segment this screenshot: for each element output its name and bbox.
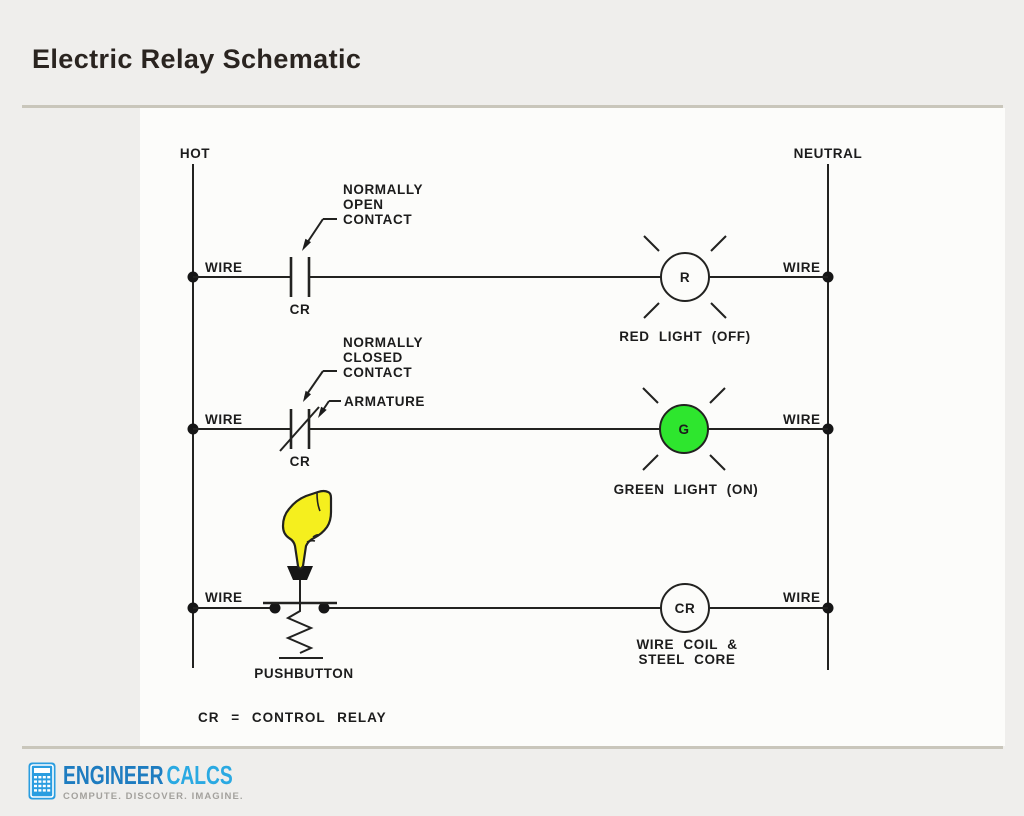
coil-circle — [660, 583, 710, 633]
brand-name-secondary: CALCS — [166, 760, 233, 790]
hand-shape — [281, 489, 333, 570]
normally-closed-contact: CR — [279, 406, 320, 469]
spring — [285, 603, 314, 654]
rung-1: WIRE WIRE CR NORMALLY OPEN CONTACT — [187, 182, 834, 344]
normally-open-contact: CR — [290, 257, 311, 317]
leader-arrowhead — [303, 390, 311, 402]
armature-label: ARMATURE — [344, 394, 425, 409]
pushbutton-switch: PUSHBUTTON — [254, 566, 354, 681]
leader-arrowhead — [318, 406, 327, 418]
callout-line: NORMALLY — [343, 182, 423, 197]
green-pilot-light: G GREEN LIGHT (ON) — [614, 387, 759, 497]
red-pilot-light: R RED LIGHT (OFF) — [619, 235, 750, 344]
callout-line: CLOSED — [343, 350, 403, 365]
brand-tagline: COMPUTE. DISCOVER. IMAGINE. — [63, 791, 244, 802]
lamp-ray — [709, 387, 726, 404]
switch-contact-dot — [318, 602, 330, 614]
lamp-letter: R — [680, 270, 690, 285]
coil-caption-line1: WIRE COIL & — [636, 637, 737, 652]
lamp-ray — [709, 454, 726, 471]
legend-note: CR = CONTROL RELAY — [198, 710, 387, 725]
button-cap — [287, 566, 313, 580]
relay-coil: CR WIRE COIL & STEEL CORE — [636, 583, 737, 667]
lamp-letter: G — [678, 422, 689, 437]
lamp-ray — [710, 302, 727, 319]
coil-letter: CR — [675, 601, 696, 616]
neutral-rail-label: NEUTRAL — [794, 146, 863, 161]
callout-line: NORMALLY — [343, 335, 423, 350]
lamp-ray — [643, 302, 660, 319]
lamp-ray — [642, 454, 659, 471]
callout-line: OPEN — [343, 197, 384, 212]
callout-line: CONTACT — [343, 365, 412, 380]
contact-ref-label: CR — [290, 302, 311, 317]
brand-name-primary: ENGINEER — [63, 760, 164, 790]
hot-rail: HOT — [180, 146, 210, 668]
lamp-circle-green — [659, 404, 709, 454]
wire-label: WIRE — [205, 412, 243, 427]
pushbutton-label: PUSHBUTTON — [254, 666, 354, 681]
wire-label: WIRE — [783, 260, 821, 275]
wire-label: WIRE — [205, 260, 243, 275]
lamp-ray — [710, 235, 727, 252]
wire-label: WIRE — [205, 590, 243, 605]
nc-contact-callout: NORMALLY CLOSED CONTACT — [303, 335, 423, 402]
no-contact-callout: NORMALLY OPEN CONTACT — [302, 182, 423, 251]
lamp-ray — [643, 235, 660, 252]
neutral-rail: NEUTRAL — [794, 146, 863, 670]
bottom-divider — [22, 746, 1003, 749]
schematic-panel — [140, 108, 1005, 746]
leader-arrowhead — [302, 238, 311, 251]
page-title: Electric Relay Schematic — [32, 44, 362, 74]
rung-2: WIRE WIRE CR NORMALLY CLOSED CONTACT ARM… — [187, 335, 834, 497]
contact-ref-label: CR — [290, 454, 311, 469]
top-divider — [22, 105, 1003, 108]
lamp-caption: GREEN LIGHT (ON) — [614, 482, 759, 497]
callout-line: CONTACT — [343, 212, 412, 227]
hot-rail-label: HOT — [180, 146, 210, 161]
wire-label: WIRE — [783, 412, 821, 427]
switch-contact-dot — [269, 602, 281, 614]
rung-3: WIRE WIRE PUSHBUTTON CR — [187, 489, 834, 681]
calculator-icon — [28, 762, 56, 800]
wire-label: WIRE — [783, 590, 821, 605]
lamp-ray — [642, 387, 659, 404]
armature-callout: ARMATURE — [318, 394, 425, 418]
hand-knuckle-lines — [306, 492, 321, 543]
lamp-circle-red — [660, 252, 710, 302]
hand-icon — [281, 489, 333, 570]
coil-caption-line2: STEEL CORE — [638, 652, 735, 667]
lamp-caption: RED LIGHT (OFF) — [619, 329, 750, 344]
armature-slash — [279, 406, 320, 452]
